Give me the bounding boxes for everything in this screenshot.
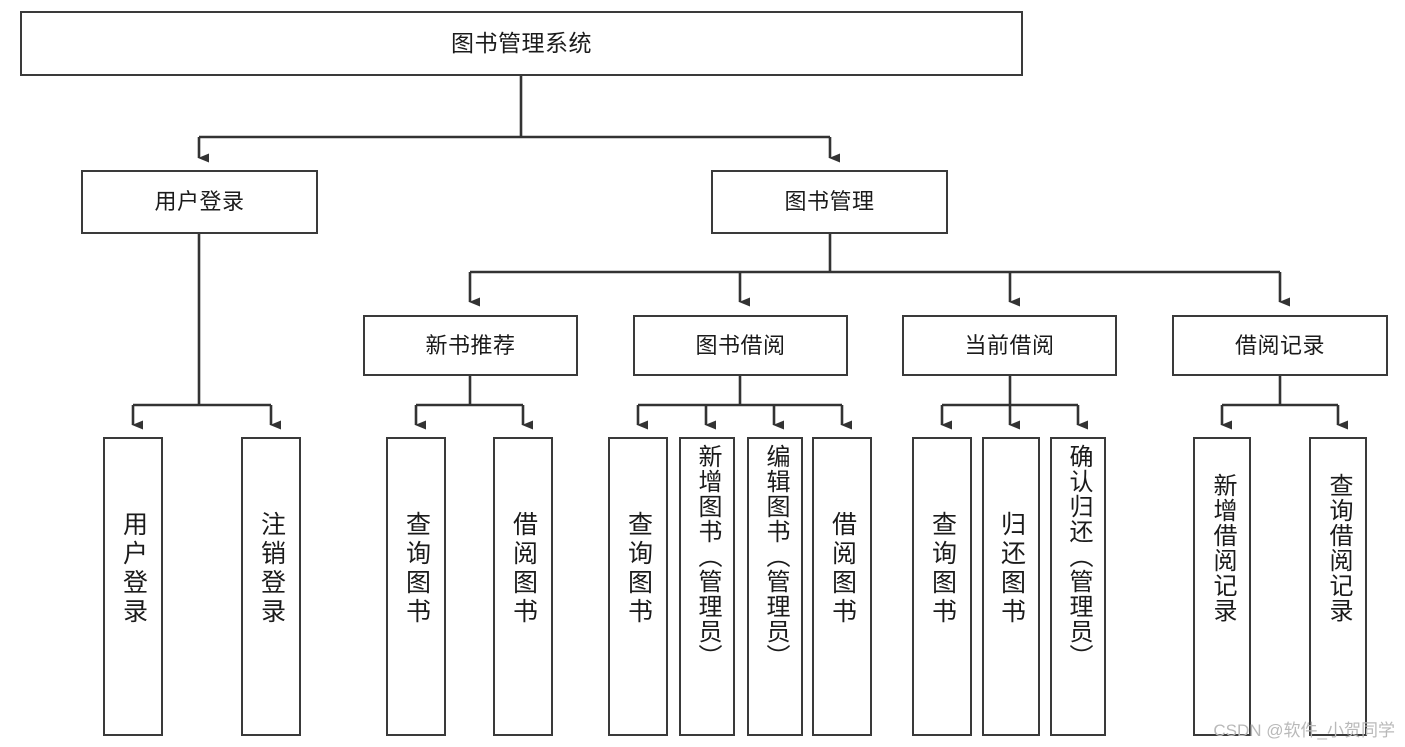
- node-leaf-user-login[interactable]: 用户登录: [103, 437, 163, 736]
- node-label: 查询借阅记录: [1325, 473, 1352, 623]
- node-leaf-query-borrow-record[interactable]: 查询借阅记录: [1309, 437, 1367, 736]
- node-label: 新增图书（管理员）: [694, 444, 721, 669]
- node-label: 查询图书: [928, 511, 957, 627]
- node-label: 借阅图书: [828, 511, 857, 627]
- node-current-borrow[interactable]: 当前借阅: [902, 315, 1117, 376]
- node-label: 用户登录: [119, 511, 148, 627]
- node-label: 查询图书: [624, 511, 653, 627]
- node-leaf-edit-book[interactable]: 编辑图书（管理员）: [747, 437, 803, 736]
- node-borrow-record[interactable]: 借阅记录: [1172, 315, 1388, 376]
- node-label: 新书推荐: [425, 332, 516, 358]
- node-leaf-query-book-current[interactable]: 查询图书: [912, 437, 972, 736]
- node-label: 查询图书: [402, 511, 431, 627]
- node-leaf-query-book-borrow[interactable]: 查询图书: [608, 437, 668, 736]
- node-leaf-confirm-return[interactable]: 确认归还（管理员）: [1050, 437, 1106, 736]
- node-leaf-user-logout[interactable]: 注销登录: [241, 437, 301, 736]
- node-root-book-management-system[interactable]: 图书管理系统: [20, 11, 1023, 76]
- node-label: 确认归还（管理员）: [1065, 444, 1092, 669]
- node-label: 借阅记录: [1234, 332, 1325, 358]
- node-label: 借阅图书: [509, 511, 538, 627]
- node-label: 编辑图书（管理员）: [762, 444, 789, 669]
- csdn-watermark: CSDN @软件_小贺同学: [1213, 721, 1395, 740]
- node-leaf-return-book[interactable]: 归还图书: [982, 437, 1040, 736]
- node-new-book-recommend[interactable]: 新书推荐: [363, 315, 578, 376]
- node-user-login[interactable]: 用户登录: [81, 170, 318, 234]
- node-label: 当前借阅: [964, 332, 1055, 358]
- node-leaf-query-book-new[interactable]: 查询图书: [386, 437, 446, 736]
- node-label: 用户登录: [154, 189, 245, 215]
- node-label: 图书借阅: [695, 332, 786, 358]
- node-leaf-borrow-book-new[interactable]: 借阅图书: [493, 437, 553, 736]
- node-label: 归还图书: [997, 511, 1026, 627]
- node-label: 图书管理: [784, 189, 875, 215]
- node-leaf-borrow-book-borrow[interactable]: 借阅图书: [812, 437, 872, 736]
- node-leaf-add-borrow-record[interactable]: 新增借阅记录: [1193, 437, 1251, 736]
- node-book-borrow[interactable]: 图书借阅: [633, 315, 848, 376]
- node-book-manage[interactable]: 图书管理: [711, 170, 948, 234]
- node-leaf-add-book[interactable]: 新增图书（管理员）: [679, 437, 735, 736]
- node-label: 注销登录: [257, 511, 286, 627]
- node-label: 新增借阅记录: [1209, 473, 1236, 623]
- node-label: 图书管理系统: [451, 29, 592, 56]
